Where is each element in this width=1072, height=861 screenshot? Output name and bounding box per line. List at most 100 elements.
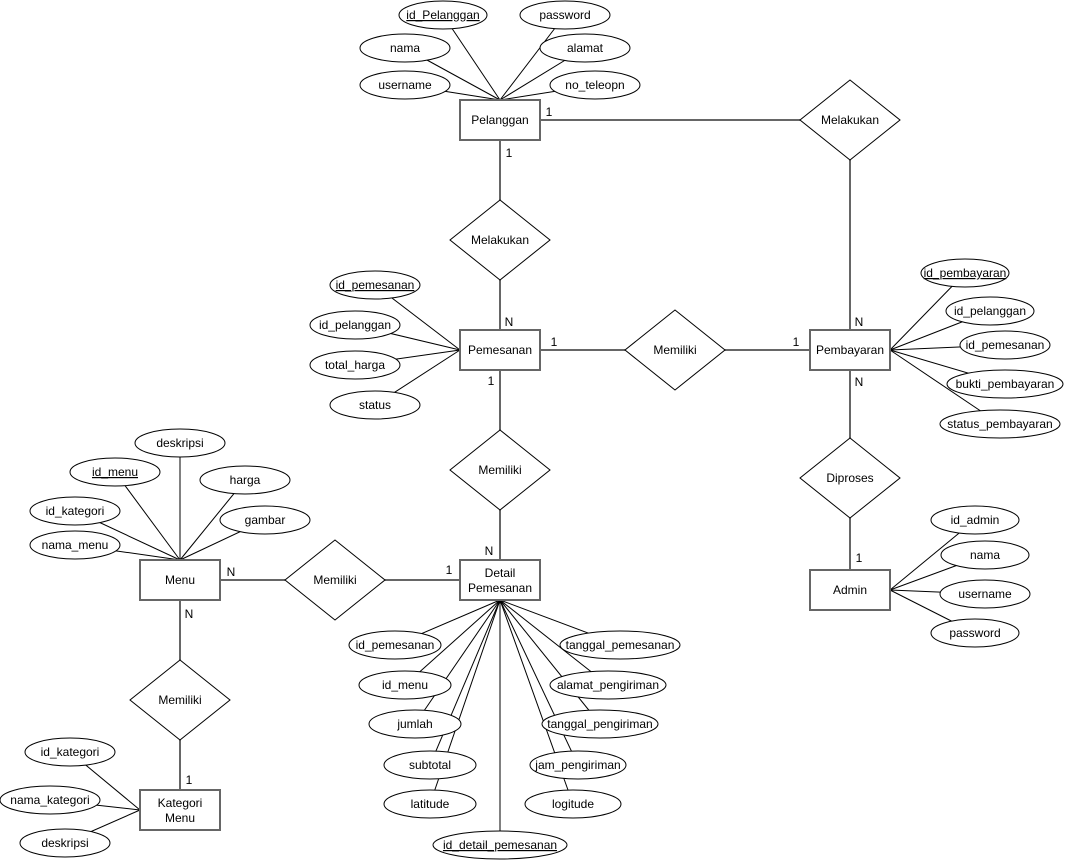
attribute-label: password <box>949 626 1000 640</box>
entity-pembayaran[interactable]: Pembayaran <box>809 329 891 371</box>
entity-box <box>459 99 541 141</box>
attribute-detail-subtotal[interactable]: subtotal <box>383 750 477 780</box>
attribute-menu-harga[interactable]: harga <box>199 465 291 495</box>
relationship-diamond <box>449 429 551 511</box>
relationship-pelanggan_pembayaran[interactable]: Melakukan <box>799 79 901 161</box>
attribute-admin-id_admin[interactable]: id_admin <box>930 505 1020 535</box>
entity-menu[interactable]: Menu <box>139 559 221 601</box>
attribute-menu-nama_menu[interactable]: nama_menu <box>29 530 121 560</box>
relationship-label: Memiliki <box>653 343 696 357</box>
attribute-detail-id_detail_pemesanan[interactable]: id_detail_pemesanan <box>432 830 568 860</box>
cardinality-label: N <box>485 544 494 558</box>
attribute-kategori-id_kategori[interactable]: id_kategori <box>24 737 116 767</box>
attribute-ellipse <box>930 505 1020 535</box>
entity-label: Pemesanan <box>468 343 532 357</box>
attribute-ellipse <box>432 830 568 860</box>
entity-label: Admin <box>833 583 867 597</box>
attribute-admin-nama[interactable]: nama <box>940 540 1030 570</box>
attribute-detail-id_pemesanan[interactable]: id_pemesanan <box>348 630 442 660</box>
attribute-pelanggan-no_teleopn[interactable]: no_teleopn <box>549 70 641 100</box>
attribute-line <box>499 14 566 101</box>
attribute-label: tanggal_pengiriman <box>547 717 652 731</box>
relationship-pemesanan_detail[interactable]: Memiliki <box>449 429 551 511</box>
attribute-detail-id_menu[interactable]: id_menu <box>358 670 452 700</box>
attribute-pelanggan-id_Pelanggan[interactable]: id_Pelanggan <box>398 0 488 30</box>
attribute-menu-id_menu[interactable]: id_menu <box>69 457 161 487</box>
attribute-ellipse <box>940 540 1030 570</box>
attribute-ellipse <box>549 670 667 700</box>
attribute-label: id_kategori <box>41 745 100 759</box>
attribute-pelanggan-username[interactable]: username <box>359 70 451 100</box>
relationship-diamond <box>799 437 901 519</box>
attribute-ellipse <box>939 409 1061 439</box>
attribute-pembayaran-id_pemesanan[interactable]: id_pemesanan <box>959 330 1051 360</box>
attribute-label: no_teleopn <box>565 78 624 92</box>
entity-admin[interactable]: Admin <box>809 569 891 611</box>
relationship-menu_detail[interactable]: Memiliki <box>284 539 386 621</box>
attribute-kategori-deskripsi[interactable]: deskripsi <box>19 828 111 858</box>
relationship-menu_kategori[interactable]: Memiliki <box>129 659 231 741</box>
attribute-pelanggan-password[interactable]: password <box>519 0 611 30</box>
attribute-pembayaran-id_pelanggan[interactable]: id_pelanggan <box>945 296 1035 326</box>
attribute-label: id_menu <box>382 678 428 692</box>
entity-pemesanan[interactable]: Pemesanan <box>459 329 541 371</box>
attribute-label: deskripsi <box>41 836 88 850</box>
entity-pelanggan[interactable]: Pelanggan <box>459 99 541 141</box>
attribute-pembayaran-status_pembayaran[interactable]: status_pembayaran <box>939 409 1061 439</box>
attribute-line <box>499 599 601 725</box>
cardinality-label: N <box>185 607 194 621</box>
relationship-pelanggan_pemesanan[interactable]: Melakukan <box>449 199 551 281</box>
attribute-pembayaran-bukti_pembayaran[interactable]: bukti_pembayaran <box>946 369 1064 399</box>
attribute-ellipse <box>945 296 1035 326</box>
attribute-label: username <box>378 78 432 92</box>
attribute-label: id_pemesanan <box>966 338 1045 352</box>
attribute-ellipse <box>329 270 421 300</box>
attribute-pemesanan-status[interactable]: status <box>329 390 421 420</box>
attribute-detail-logitude[interactable]: logitude <box>524 789 622 819</box>
entity-box <box>139 559 221 601</box>
attribute-ellipse <box>920 258 1010 288</box>
entity-label: Pemesanan <box>468 581 532 595</box>
attribute-detail-tanggal_pengiriman[interactable]: tanggal_pengiriman <box>541 709 659 739</box>
attribute-detail-jumlah[interactable]: jumlah <box>368 709 462 739</box>
attribute-label: jam_pengiriman <box>534 758 620 772</box>
attribute-label: nama <box>970 548 1000 562</box>
attribute-detail-alamat_pengiriman[interactable]: alamat_pengiriman <box>549 670 667 700</box>
entity-box <box>139 789 221 831</box>
relationship-pemesanan_pembayaran[interactable]: Memiliki <box>624 309 726 391</box>
attribute-pemesanan-id_pemesanan[interactable]: id_pemesanan <box>329 270 421 300</box>
attribute-label: nama <box>390 41 420 55</box>
attribute-pemesanan-id_pelanggan[interactable]: id_pelanggan <box>309 310 401 340</box>
attribute-pemesanan-total_harga[interactable]: total_harga <box>309 350 401 380</box>
cardinality-label: 1 <box>506 146 513 160</box>
relationship-label: Diproses <box>826 471 873 485</box>
attribute-menu-deskripsi[interactable]: deskripsi <box>134 428 226 458</box>
entity-label: Menu <box>165 811 195 825</box>
entity-label: Menu <box>165 573 195 587</box>
attribute-pelanggan-alamat[interactable]: alamat <box>539 33 631 63</box>
entity-label: Kategori <box>158 796 203 810</box>
attribute-pembayaran-id_pembayaran[interactable]: id_pembayaran <box>920 258 1010 288</box>
attribute-detail-tanggal_pemesanan[interactable]: tanggal_pemesanan <box>559 630 681 660</box>
attribute-detail-jam_pengiriman[interactable]: jam_pengiriman <box>529 750 627 780</box>
cardinality-label: N <box>855 315 864 329</box>
attribute-ellipse <box>29 496 121 526</box>
attribute-ellipse <box>559 630 681 660</box>
attribute-pelanggan-nama[interactable]: nama <box>359 33 451 63</box>
attribute-ellipse <box>398 0 488 30</box>
attribute-line <box>414 599 501 725</box>
attribute-detail-latitude[interactable]: latitude <box>383 789 477 819</box>
relationship-pembayaran_admin[interactable]: Diproses <box>799 437 901 519</box>
attribute-menu-gambar[interactable]: gambar <box>219 505 311 535</box>
attribute-ellipse <box>539 33 631 63</box>
attribute-label: id_pemesanan <box>356 638 435 652</box>
attribute-kategori-nama_kategori[interactable]: nama_kategori <box>0 785 101 815</box>
attribute-admin-username[interactable]: username <box>939 579 1031 609</box>
attribute-line <box>404 599 501 686</box>
primary-key-label: id_pemesanan <box>336 278 415 292</box>
attribute-admin-password[interactable]: password <box>930 618 1020 648</box>
attribute-menu-id_kategori[interactable]: id_kategori <box>29 496 121 526</box>
entity-box <box>809 569 891 611</box>
